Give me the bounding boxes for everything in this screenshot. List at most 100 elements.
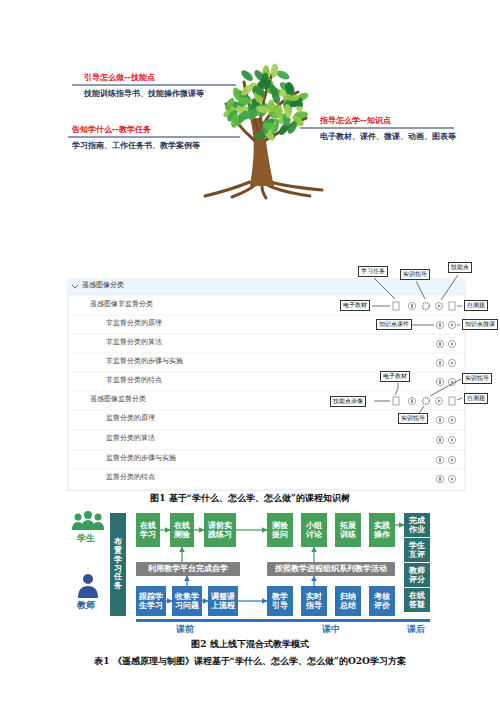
callout-box: 实训指导	[400, 269, 430, 280]
teacher-activity-box: 归纳总结	[335, 586, 361, 616]
task-band: 布置学习任务	[110, 513, 126, 616]
phase-label: 课后	[407, 624, 425, 635]
node-text: 归纳总结	[338, 592, 358, 610]
phase-label: 课中	[322, 624, 340, 635]
flow-arrow	[194, 529, 204, 530]
role-label: 学生	[77, 533, 95, 544]
teacher-activity-box: 跟踪学生学习	[136, 586, 166, 616]
teacher-icon	[78, 574, 98, 598]
node-text: 完成作业	[407, 516, 427, 534]
callout-box: 技能点录像	[330, 396, 366, 407]
flow-arrow	[236, 529, 267, 530]
node-text: 教师评分	[407, 566, 427, 584]
node-text: 课前实践练习	[207, 521, 233, 539]
callout-box: 自测题	[464, 300, 488, 311]
node-text: 小组讨论	[304, 521, 324, 539]
leader-line	[372, 275, 462, 418]
flow-arrow	[160, 529, 170, 530]
node-text: 实训指导	[465, 375, 489, 382]
tree-illustration	[205, 63, 322, 198]
node-text: 实践操作	[372, 521, 392, 539]
teacher-activity-box: 调整课上流程	[208, 586, 238, 616]
figure-caption: 表1 《遥感原理与制图》课程基于“学什么、怎么学、怎么做”的O2O学习方案	[0, 656, 500, 667]
node-text: 在线答疑	[407, 591, 427, 609]
after-class-cell: 学生互评	[404, 538, 430, 562]
guide-line	[68, 85, 454, 137]
node-text: 自测题	[467, 302, 485, 309]
list-item: 非监督分类的步骤与实施	[106, 358, 183, 366]
student-activity-box: 拓展训练	[335, 513, 361, 547]
node-text: 拓展训练	[338, 521, 358, 539]
platform-bar: 按照教学进程组织系列教学活动	[267, 562, 395, 576]
student-activity-box: 在线测验	[170, 513, 194, 547]
list-item: 监督分类的特点	[106, 474, 155, 482]
list-item: 遥感图像监督分类	[90, 396, 146, 404]
node-text: 按照教学进程组织系列教学活动	[275, 564, 387, 573]
node-text: 实时指导	[304, 592, 324, 610]
tree-heading: 指导怎么学--知识点	[320, 116, 391, 126]
callout-box: 知识点微课	[462, 319, 498, 330]
student-activity-box: 小组讨论	[301, 513, 327, 547]
list-item: 监督分类的算法	[106, 435, 155, 443]
callout-box: 电子教材	[380, 371, 410, 382]
flow-arrow	[238, 600, 267, 601]
teacher-activity-box: 实时指导	[301, 586, 327, 616]
node-text: 电子教材	[343, 302, 367, 309]
node-text: 布置学习任务	[114, 538, 122, 591]
student-activity-box: 实践操作	[369, 513, 395, 547]
figure-caption: 图2 线上线下混合式教学模式	[0, 639, 500, 650]
node-text: 实训指导	[403, 271, 427, 278]
list-item: 非监督分类的算法	[106, 339, 162, 347]
teacher-activity-box: 考核评价	[369, 586, 395, 616]
node-text: 知识点微课	[465, 321, 495, 328]
flow-arrow	[313, 576, 314, 586]
node-text: 考核评价	[372, 592, 392, 610]
callout-box: 自测题	[464, 393, 488, 404]
node-text: 利用教学平台完成自学	[148, 564, 228, 573]
node-text: 跟踪学生学习	[139, 592, 163, 610]
timeline-bar	[136, 619, 430, 622]
phase-label: 课前	[176, 624, 194, 635]
tree-resource-text: 技能训练指导书、技能操作微课等	[84, 89, 204, 99]
node-text: 收集学习问题	[175, 592, 199, 610]
list-item: 监督分类的步骤与实施	[106, 455, 176, 463]
callout-box: 知识点课件	[376, 319, 412, 330]
tree-resource-text: 电子教材、课件、微课、动画、图表等	[320, 132, 456, 142]
node-text: 在线测验	[173, 521, 191, 539]
callout-box: 学习任务	[358, 266, 388, 277]
panel-header: 遥感图像分类	[82, 282, 124, 290]
callout-box: 电子教材	[340, 300, 370, 311]
node-text: 学生互评	[407, 541, 427, 559]
node-text: 测验提问	[270, 521, 290, 539]
node-text: 学习任务	[361, 268, 385, 275]
after-class-cell: 在线答疑	[404, 588, 430, 612]
figure-caption: 图1 基于“学什么、怎么学、怎么做”的课程知识树	[0, 493, 500, 504]
tree-heading: 告知学什么--教学任务	[72, 125, 151, 135]
node-text: 技能点	[451, 264, 469, 271]
flow-arrow	[313, 547, 314, 562]
flow-arrow	[186, 576, 187, 586]
student-icon	[72, 511, 104, 530]
flow-arrow	[395, 524, 404, 525]
course-panel	[68, 279, 465, 490]
node-text: 实训指导	[401, 415, 425, 422]
list-item: 遥感图像非监督分类	[90, 301, 153, 309]
callout-box: 实训指导	[398, 413, 428, 424]
node-text: 电子教材	[383, 373, 407, 380]
role-label: 教师	[77, 600, 95, 611]
list-item: 非监督分类的特点	[106, 377, 162, 385]
teacher-activity-box: 教学引导	[267, 586, 293, 616]
node-text: 知识点课件	[379, 321, 409, 328]
list-item: 非监督分类的原理	[106, 320, 162, 328]
student-activity-box: 课前实践练习	[204, 513, 236, 547]
callout-box: 实训指导	[462, 373, 492, 384]
node-text: 技能点录像	[333, 398, 363, 405]
teacher-activity-box: 收集学习问题	[172, 586, 202, 616]
after-class-cell: 完成作业	[404, 513, 430, 537]
list-item: 监督分类的原理	[106, 415, 155, 423]
platform-bar: 利用教学平台完成自学	[136, 562, 240, 576]
tree-resource-text: 学习指南、工作任务书、教学案例等	[72, 141, 200, 151]
tree-heading: 引导怎么做--技能点	[84, 73, 155, 83]
callout-box: 技能点	[448, 262, 472, 273]
